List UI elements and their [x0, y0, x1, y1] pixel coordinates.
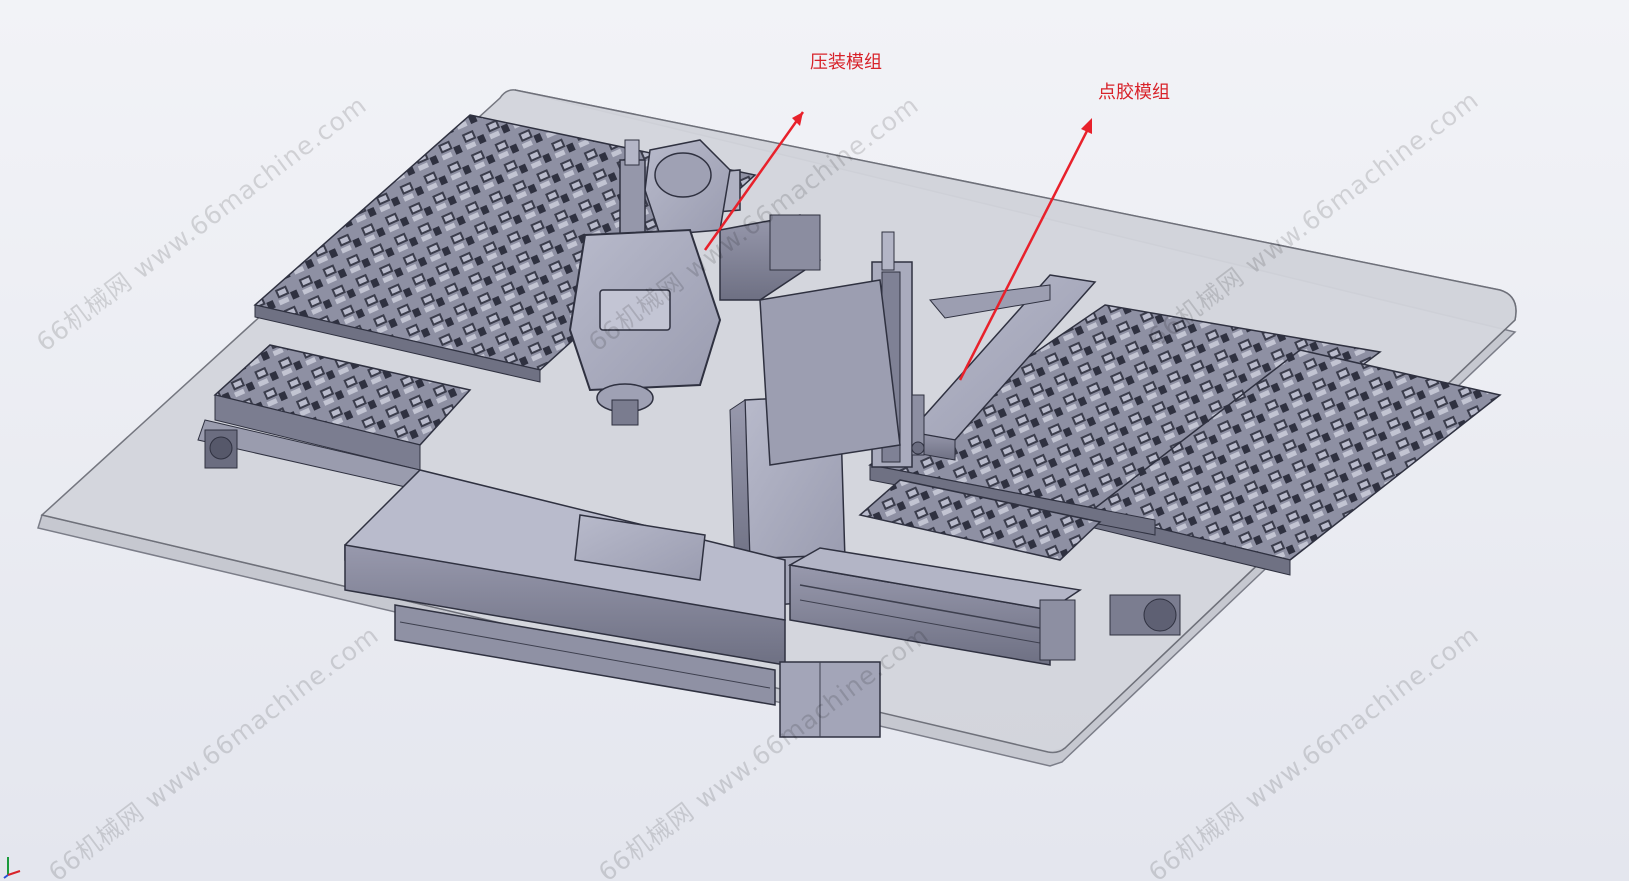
- front-base-block: [344, 469, 881, 738]
- press-module: [568, 139, 821, 426]
- front-linear-stage: [787, 547, 1181, 666]
- callout-arrows: [703, 111, 1092, 381]
- press-module-label: 压装模组: [810, 52, 882, 73]
- axis-triad-icon: [3, 857, 21, 879]
- dispense-module-label: 点胶模组: [1098, 82, 1170, 103]
- press-callout-arrow: [703, 111, 805, 251]
- dispense-callout-arrow: [958, 124, 1092, 381]
